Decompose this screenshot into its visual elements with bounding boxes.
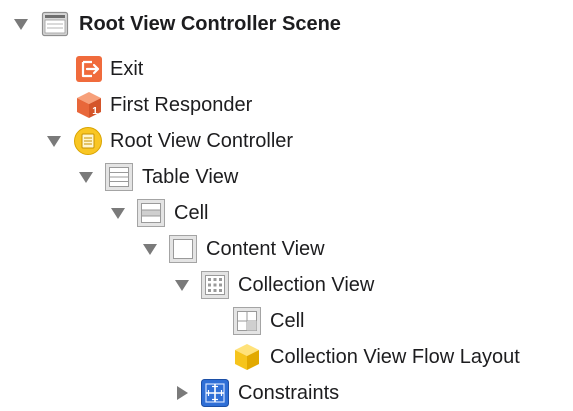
outline-item-first-responder[interactable]: 1 First Responder (0, 88, 573, 122)
outline-item-exit[interactable]: Exit (0, 52, 573, 86)
outline-item-collection-view-flow-layout[interactable]: Collection View Flow Layout (0, 340, 573, 374)
outline-item-label: First Responder (110, 94, 253, 116)
exit-icon (74, 54, 104, 84)
outline-item-collection-cell[interactable]: Cell (0, 304, 573, 338)
first-responder-icon: 1 (74, 90, 104, 120)
outline-item-root-view-controller[interactable]: Root View Controller (0, 124, 573, 158)
outline-item-table-view[interactable]: Table View (0, 160, 573, 194)
table-cell-icon (136, 198, 166, 228)
outline-item-label: Exit (110, 58, 144, 80)
disclosure-expanded-icon[interactable] (77, 168, 95, 186)
disclosure-expanded-icon[interactable] (141, 240, 159, 258)
constraints-icon (200, 378, 230, 408)
outline-item-label: Collection View Flow Layout (270, 346, 520, 368)
outline-item-content-view[interactable]: Content View (0, 232, 573, 266)
outline-item-label: Table View (142, 166, 239, 188)
collection-cell-icon (232, 306, 262, 336)
outline-item-label: Cell (270, 310, 305, 332)
outline-item-label: Content View (206, 238, 325, 260)
outline-item-label: Root View Controller (110, 130, 294, 152)
outline-item-label: Constraints (238, 382, 340, 404)
disclosure-collapsed-icon[interactable] (173, 384, 191, 402)
flow-layout-icon (232, 342, 262, 372)
outline-item-collection-view[interactable]: Collection View (0, 268, 573, 302)
outline-item-label: Collection View (238, 274, 375, 296)
outline-item-constraints[interactable]: Constraints (0, 376, 573, 410)
table-view-icon (104, 162, 134, 192)
disclosure-expanded-icon[interactable] (173, 276, 191, 294)
outline-item-table-cell[interactable]: Cell (0, 196, 573, 230)
scene-icon (40, 9, 70, 39)
collection-view-icon (200, 270, 230, 300)
disclosure-expanded-icon[interactable] (45, 132, 63, 150)
disclosure-expanded-icon[interactable] (109, 204, 127, 222)
outline-item-label: Cell (174, 202, 209, 224)
content-view-icon (168, 234, 198, 264)
svg-text:1: 1 (92, 106, 98, 117)
view-controller-icon (73, 126, 103, 156)
disclosure-expanded-icon[interactable] (12, 15, 30, 33)
outline-item-root-view-controller-scene[interactable]: Root View Controller Scene (0, 7, 573, 41)
outline-item-label: Root View Controller Scene (79, 13, 341, 35)
